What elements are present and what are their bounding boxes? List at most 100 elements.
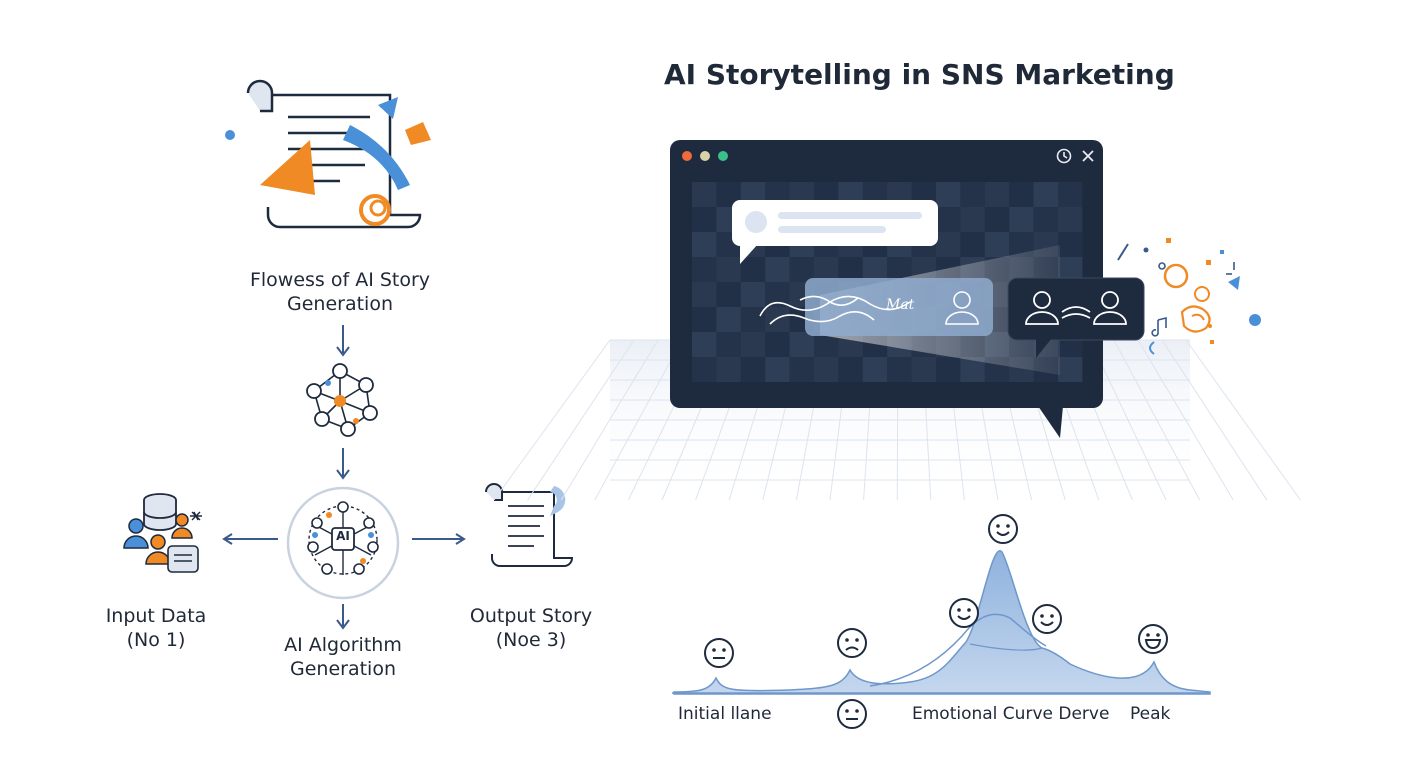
smile-face-icon: [949, 598, 979, 628]
ai-algorithm-label: AI Algorithm Generation: [260, 633, 426, 681]
window-pattern-tile: [692, 357, 717, 382]
window-pattern-tile: [1058, 232, 1083, 257]
window-pattern-tile: [814, 257, 839, 282]
window-close-dot[interactable]: [682, 151, 692, 161]
left-arrow-icon: [222, 533, 278, 545]
input-data-label: Input Data (No 1): [86, 604, 226, 652]
down-arrow-icon: [336, 325, 350, 357]
window-pattern-tile: [789, 332, 814, 357]
window-pattern-tile: [960, 182, 985, 207]
window-pattern-tile: [838, 357, 863, 382]
window-pattern-tile: [692, 307, 717, 332]
window-pattern-tile: [789, 357, 814, 382]
chat-bubble-top: [732, 200, 938, 264]
window-pattern-tile: [1058, 357, 1083, 382]
bubble-text: Mat: [886, 297, 915, 313]
window-pattern-tile: [1033, 207, 1058, 232]
window-pattern-tile: [740, 332, 766, 357]
window-pattern-tile: [936, 207, 961, 232]
window-minimize-dot[interactable]: [700, 151, 710, 161]
window-pattern-tile: [692, 232, 717, 257]
down-arrow-icon: [336, 604, 350, 630]
curve-label-middle: Emotional Curve Derve: [912, 704, 1110, 724]
window-pattern-tile: [911, 357, 936, 382]
grid-line: [527, 339, 635, 501]
curve-label-peak: Peak: [1130, 704, 1171, 724]
window-pattern-tile: [1009, 207, 1034, 232]
output-story-label-line1: Output Story: [469, 605, 593, 627]
window-pattern-tile: [1058, 207, 1083, 232]
flow-step-title-line2: Generation: [287, 293, 393, 315]
window-pattern-tile: [692, 257, 717, 282]
flow-step-title: Flowess of AI Story Generation: [210, 268, 470, 316]
window-pattern-tile: [716, 357, 741, 382]
sad-face-icon: [837, 628, 867, 658]
window-pattern-tile: [1058, 182, 1083, 207]
ai-chip-label: AI: [336, 529, 350, 543]
window-pattern-tile: [838, 257, 863, 282]
smile-face-icon: [1032, 604, 1062, 634]
window-pattern-tile: [740, 357, 766, 382]
confetti-decoration: [1117, 238, 1261, 355]
peak-smile-face-icon: [988, 514, 1018, 544]
window-pattern-tile: [862, 257, 888, 282]
window-pattern-tile: [692, 332, 717, 357]
grid-line: [1185, 339, 1301, 501]
input-data-label-line1: Input Data: [105, 605, 207, 627]
window-pattern-tile: [1033, 182, 1058, 207]
input-data-icon: [123, 493, 202, 573]
window-pattern-tile: [789, 257, 814, 282]
ai-algorithm-label-line2: Generation: [290, 658, 396, 680]
curve-label-initial: Initial llane: [678, 704, 772, 724]
window-pattern-tile: [765, 332, 790, 357]
window-pattern-tile: [765, 257, 790, 282]
flow-step-title-line1: Flowess of AI Story: [249, 269, 431, 291]
window-pattern-tile: [692, 207, 717, 232]
window-pattern-tile: [984, 207, 1010, 232]
grid-line: [493, 339, 611, 501]
window-pattern-tile: [862, 357, 888, 382]
down-arrow-icon: [336, 448, 350, 480]
clock-icon[interactable]: [1056, 148, 1072, 164]
emotional-curve: [672, 550, 1211, 695]
grid-line: [560, 339, 659, 501]
ai-algorithm-label-line1: AI Algorithm: [284, 634, 402, 656]
window-pattern-tile: [692, 282, 717, 307]
window-pattern-tile: [716, 332, 741, 357]
neural-network-icon: [306, 363, 378, 437]
window-pattern-tile: [716, 307, 741, 332]
window-pattern-tile: [984, 232, 1010, 257]
close-icon[interactable]: [1081, 149, 1095, 163]
window-pattern-tile: [887, 357, 912, 382]
window-pattern-tile: [936, 182, 961, 207]
window-pattern-tile: [765, 307, 790, 332]
window-pattern-tile: [740, 307, 766, 332]
window-pattern-tile: [716, 282, 741, 307]
window-pattern-tile: [740, 257, 766, 282]
right-arrow-icon: [412, 533, 466, 545]
page-title: AI Storytelling in SNS Marketing: [664, 58, 1175, 91]
grid-line: [1161, 339, 1268, 501]
window-pattern-tile: [984, 182, 1010, 207]
input-data-label-line2: (No 1): [126, 629, 186, 651]
story-scroll-icon: [225, 79, 431, 229]
chat-bubble-middle: [759, 278, 993, 336]
window-pattern-tile: [692, 182, 717, 207]
window-pattern-tile: [960, 232, 985, 257]
window-pattern-tile: [740, 282, 766, 307]
window-maximize-dot[interactable]: [718, 151, 728, 161]
window-pattern-tile: [936, 232, 961, 257]
output-story-label: Output Story (Noe 3): [456, 604, 606, 652]
output-story-label-line2: (Noe 3): [495, 629, 567, 651]
window-pattern-tile: [1009, 182, 1034, 207]
chat-bubble-right: [1007, 277, 1145, 358]
neutral-face-icon: [837, 699, 867, 729]
window-pattern-tile: [765, 357, 790, 382]
output-scroll-icon: [485, 483, 574, 567]
window-pattern-tile: [936, 357, 961, 382]
window-pattern-tile: [960, 207, 985, 232]
window-pattern-tile: [814, 357, 839, 382]
window-pattern-tile: [716, 257, 741, 282]
grin-face-icon: [1138, 624, 1168, 654]
ai-brain-icon: [286, 486, 400, 600]
